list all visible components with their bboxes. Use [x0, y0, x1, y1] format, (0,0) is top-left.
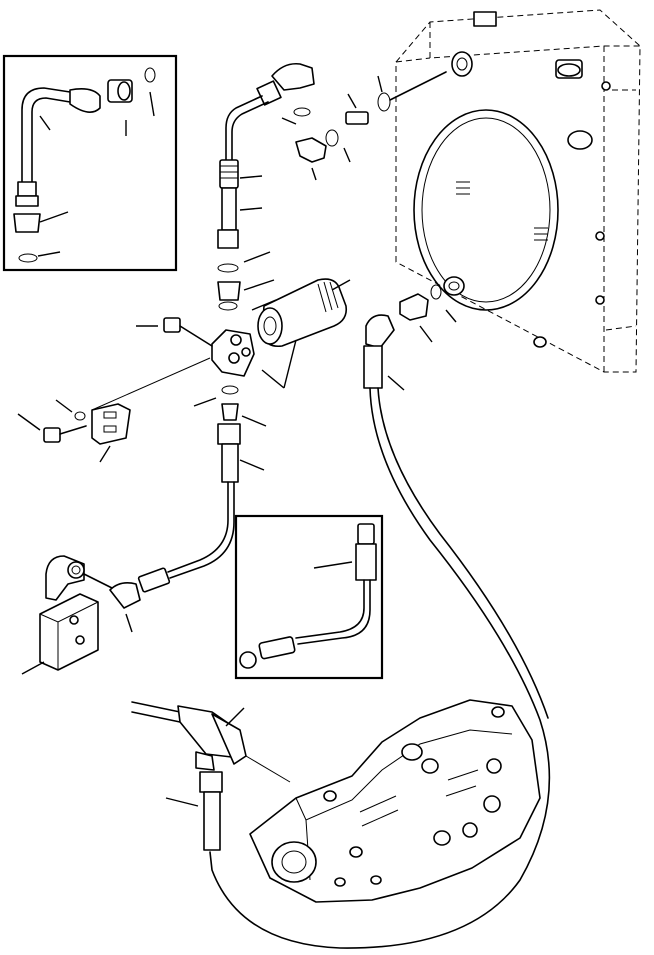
filter-assembly [136, 251, 351, 483]
valve-hose-line [109, 481, 235, 633]
control-valve [21, 555, 113, 675]
inset-fitting-detail [2, 54, 178, 272]
tee-fitting [131, 701, 291, 851]
mounting-bracket [17, 357, 211, 463]
elbow-fittings [295, 71, 447, 181]
hydraulic-pump [249, 699, 541, 903]
return-hose-line [209, 284, 551, 949]
radiator-assembly [395, 9, 641, 373]
upper-hose-line [217, 62, 315, 249]
inset-hose-detail [234, 514, 384, 680]
